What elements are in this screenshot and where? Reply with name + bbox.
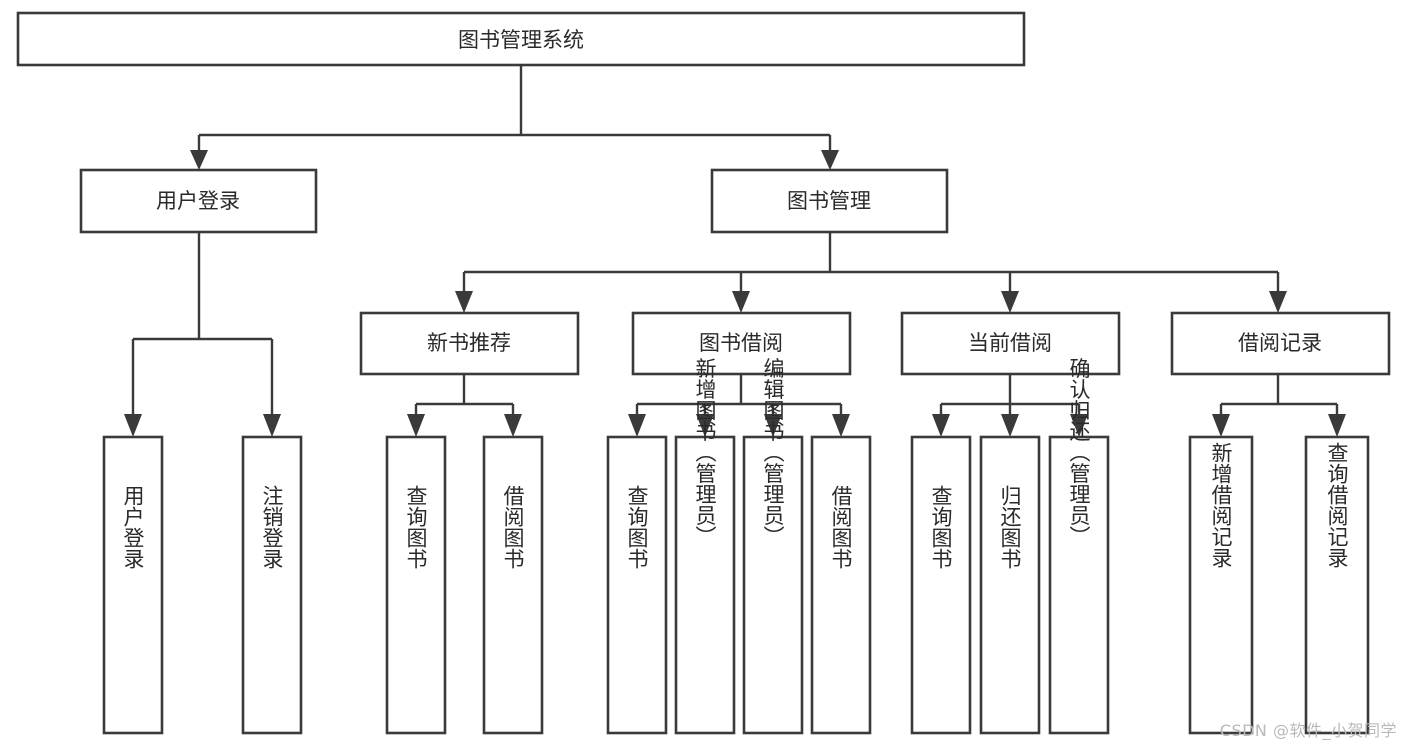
- node-user-login[interactable]: 用户登录: [79, 168, 318, 234]
- arrow-head-current-borrow: [1001, 291, 1019, 313]
- node-leaf-edit-book-label: 编辑图书（管理员）: [761, 358, 785, 547]
- arrow-head-leaf-add-record: [1212, 414, 1230, 437]
- node-book-manage-box[interactable]: [710, 168, 949, 234]
- arrow-head-new-book-rec: [455, 291, 473, 313]
- node-root-label: 图书管理系统: [458, 28, 584, 52]
- node-leaf-add-book-box[interactable]: [674, 435, 736, 735]
- node-leaf-borrow-book-2-box[interactable]: [810, 435, 872, 735]
- node-leaf-query-record-label: 查询借阅记录: [1325, 442, 1349, 568]
- node-leaf-add-book[interactable]: 新增图书（管理员）: [674, 358, 736, 735]
- node-leaf-query-record[interactable]: 查询借阅记录: [1304, 435, 1370, 735]
- node-leaf-logout[interactable]: 注销登录: [241, 435, 303, 735]
- node-leaf-borrow-book-2[interactable]: 借阅图书: [810, 435, 872, 735]
- node-book-manage-label: 图书管理: [787, 189, 871, 213]
- node-current-borrow-box[interactable]: [900, 311, 1121, 376]
- node-leaf-logout-label: 注销登录: [260, 485, 284, 569]
- node-root-box[interactable]: [16, 11, 1026, 67]
- node-leaf-query-book-3-label: 查询图书: [929, 485, 953, 569]
- arrow-head-leaf-query-book-2: [628, 414, 646, 437]
- arrow-head-leaf-return-book: [1001, 414, 1019, 437]
- node-leaf-query-book-1[interactable]: 查询图书: [385, 435, 447, 735]
- arrow-head-book-borrow: [732, 291, 750, 313]
- arrow-head-leaf-query-book-1: [407, 414, 425, 437]
- node-leaf-return-book[interactable]: 归还图书: [979, 435, 1041, 735]
- node-leaf-borrow-book-1-label: 借阅图书: [501, 485, 525, 569]
- node-user-login-box[interactable]: [79, 168, 318, 234]
- node-book-borrow-box[interactable]: [631, 311, 852, 376]
- node-leaf-borrow-book-2-label: 借阅图书: [829, 485, 853, 569]
- node-leaf-confirm-return-box[interactable]: [1048, 435, 1110, 735]
- node-leaf-borrow-book-1[interactable]: 借阅图书: [482, 435, 544, 735]
- node-leaf-confirm-return-label: 确认归还（管理员）: [1067, 358, 1091, 547]
- node-leaf-edit-book[interactable]: 编辑图书（管理员）: [742, 358, 804, 735]
- node-leaf-query-book-2[interactable]: 查询图书: [606, 435, 668, 735]
- node-current-borrow-label: 当前借阅: [968, 331, 1052, 355]
- arrow-head-leaf-user-login: [124, 414, 142, 437]
- arrow-head-leaf-query-record: [1328, 414, 1346, 437]
- node-borrow-record[interactable]: 借阅记录: [1170, 311, 1391, 376]
- node-leaf-user-login-box[interactable]: [102, 435, 164, 735]
- arrow-head-leaf-edit-book: [764, 414, 782, 437]
- node-leaf-borrow-book-1-box[interactable]: [482, 435, 544, 735]
- node-leaf-query-book-3-box[interactable]: [910, 435, 972, 735]
- node-leaf-query-book-1-label: 查询图书: [404, 485, 428, 569]
- watermark: CSDN @软件_小贺同学: [1219, 721, 1397, 740]
- node-borrow-record-box[interactable]: [1170, 311, 1391, 376]
- node-book-manage[interactable]: 图书管理: [710, 168, 949, 234]
- arrow-head-borrow-record: [1269, 291, 1287, 313]
- node-book-borrow[interactable]: 图书借阅: [631, 311, 852, 376]
- node-new-book-rec-box[interactable]: [359, 311, 580, 376]
- node-leaf-user-login[interactable]: 用户登录: [102, 435, 164, 735]
- node-book-borrow-label: 图书借阅: [699, 331, 783, 355]
- connector-layer: [124, 65, 1346, 437]
- arrow-head-leaf-query-book-3: [932, 414, 950, 437]
- node-user-login-label: 用户登录: [156, 189, 240, 213]
- node-leaf-edit-book-box[interactable]: [742, 435, 804, 735]
- node-leaf-return-book-label: 归还图书: [998, 485, 1022, 569]
- arrow-head-leaf-confirm-return: [1070, 414, 1088, 437]
- arrow-head-leaf-add-book: [696, 414, 714, 437]
- arrow-head-user-login: [190, 150, 208, 170]
- node-leaf-add-book-label: 新增图书（管理员）: [693, 358, 717, 547]
- node-leaf-query-book-3[interactable]: 查询图书: [910, 435, 972, 735]
- node-leaf-add-record[interactable]: 新增借阅记录: [1188, 435, 1254, 735]
- arrow-head-leaf-borrow-book-2: [832, 414, 850, 437]
- node-leaf-confirm-return[interactable]: 确认归还（管理员）: [1048, 358, 1110, 735]
- node-current-borrow[interactable]: 当前借阅: [900, 311, 1121, 376]
- node-leaf-query-book-2-box[interactable]: [606, 435, 668, 735]
- node-leaf-add-record-label: 新增借阅记录: [1209, 442, 1233, 568]
- node-leaf-return-book-box[interactable]: [979, 435, 1041, 735]
- node-leaf-user-login-label: 用户登录: [121, 485, 145, 569]
- node-leaf-query-record-box[interactable]: [1304, 435, 1370, 735]
- node-leaf-logout-box[interactable]: [241, 435, 303, 735]
- node-borrow-record-label: 借阅记录: [1238, 331, 1322, 355]
- node-root[interactable]: 图书管理系统: [16, 11, 1026, 67]
- node-leaf-add-record-box[interactable]: [1188, 435, 1254, 735]
- node-leaf-query-book-2-label: 查询图书: [625, 485, 649, 569]
- node-new-book-rec[interactable]: 新书推荐: [359, 311, 580, 376]
- arrow-head-leaf-borrow-book-1: [504, 414, 522, 437]
- arrow-head-leaf-logout: [263, 414, 281, 437]
- node-new-book-rec-label: 新书推荐: [427, 331, 511, 355]
- arrow-head-book-manage: [821, 150, 839, 170]
- node-leaf-query-book-1-box[interactable]: [385, 435, 447, 735]
